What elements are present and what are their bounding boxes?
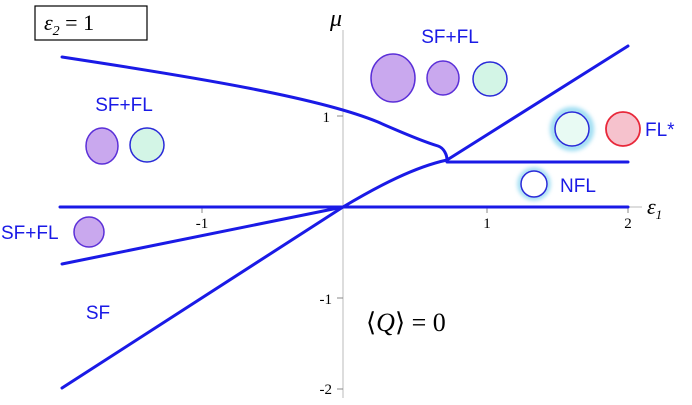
- x-tick-label: 2: [624, 216, 632, 232]
- boundary-lower-diagonal: [60, 205, 345, 390]
- axes: -1 1 2 1 -1 -2 μ ε1: [60, 6, 662, 398]
- parameter-value: = 1: [60, 10, 94, 35]
- region-label-nfl: NFL: [560, 176, 596, 197]
- region-label-sf-fl-upper-left: SF+FL: [95, 95, 153, 116]
- fermi-surface-icons: [73, 53, 641, 248]
- glow-ring: [550, 107, 594, 151]
- y-tick-label: -2: [320, 382, 333, 398]
- large-fermi-surface-icon: [370, 53, 416, 103]
- y-tick-label: -1: [320, 292, 333, 308]
- region-label-sf-fl-upper-center: SF+FL: [421, 27, 479, 48]
- phase-boundaries: [58, 44, 630, 390]
- x-axis-label: ε1: [647, 194, 662, 222]
- y-tick-label: 1: [323, 110, 331, 126]
- nfl-fermi-surface-icon: [520, 170, 548, 198]
- parameter-symbol: ε: [44, 10, 53, 35]
- fractionalized-fermi-surface-icon: [472, 61, 508, 97]
- fractionalized-fermi-surface-icon: [554, 111, 590, 147]
- fl-star-fermi-surface-icon: [605, 111, 641, 147]
- y-axis-label: μ: [329, 6, 342, 32]
- svg-text:ε2 = 1: ε2 = 1: [44, 10, 94, 39]
- region-label-sf-fl-lower-left: SF+FL: [1, 223, 59, 244]
- glow-ring: [517, 167, 551, 201]
- parameter-box: ε2 = 1: [34, 5, 148, 41]
- small-fermi-surface-icon: [85, 127, 119, 165]
- region-label-sf: SF: [86, 303, 110, 324]
- order-parameter-condition: ⟨Q⟩ = 0: [366, 308, 446, 337]
- boundary-upper-curve: [60, 55, 449, 162]
- x-tick-label: 1: [483, 216, 491, 232]
- small-fermi-surface-icon: [73, 216, 105, 248]
- region-label-fl-star: FL*: [645, 120, 675, 141]
- x-tick-label: -1: [196, 216, 209, 232]
- parameter-box-frame: [34, 5, 148, 41]
- boundary-lower-shallow: [60, 205, 345, 266]
- fractionalized-fermi-surface-icon: [129, 127, 165, 163]
- small-fermi-surface-icon: [426, 60, 460, 96]
- boundary-center-curve: [341, 158, 449, 209]
- parameter-subscript: 2: [53, 24, 60, 39]
- region-labels: SF+FL SF+FL SF+FL SF FL* NFL: [1, 27, 675, 324]
- boundary-upper-diagonal: [445, 44, 630, 162]
